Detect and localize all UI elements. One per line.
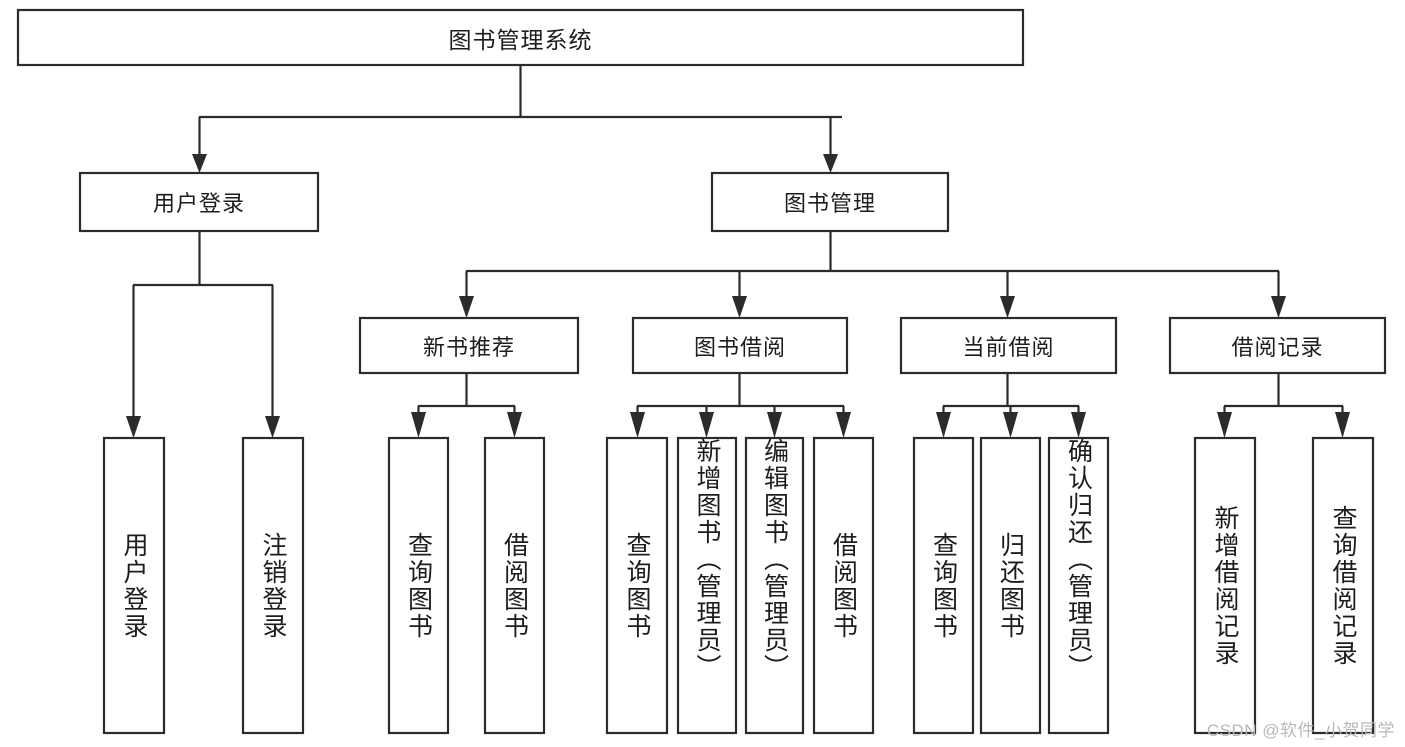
arrow-head-leaf-borrow-books-recommend <box>507 412 522 438</box>
arrow-head-leaf-add-borrow-record <box>1217 412 1232 438</box>
node-box-new-book-recommend[interactable] <box>358 316 580 375</box>
watermark-text: CSDN @软件_小贺同学 <box>1206 721 1395 740</box>
node-box-leaf-edit-book-admin[interactable] <box>744 436 805 735</box>
arrow-head-leaf-borrow-books-borrow <box>836 412 851 438</box>
arrow-head-leaf-query-books-recommend <box>411 412 426 438</box>
node-box-leaf-query-books-current[interactable] <box>912 436 975 735</box>
node-box-leaf-return-books[interactable] <box>979 436 1042 735</box>
node-box-borrow-records[interactable] <box>1168 316 1387 375</box>
node-box-leaf-query-books-borrow[interactable] <box>605 436 669 735</box>
arrow-head-new-book-recommend <box>459 296 474 318</box>
node-box-current-borrow[interactable] <box>899 316 1118 375</box>
node-box-leaf-confirm-return-admin[interactable] <box>1047 436 1110 735</box>
arrow-head-leaf-return-books <box>1003 412 1018 438</box>
connector-group-current-borrow <box>936 373 1086 438</box>
connector-group-new-book-recommend <box>411 373 522 438</box>
node-box-book-borrow[interactable] <box>631 316 849 375</box>
arrow-head-current-borrow <box>1000 296 1015 318</box>
arrow-head-user-login <box>192 154 207 173</box>
arrow-head-leaf-query-books-borrow <box>630 412 645 438</box>
arrow-head-book-management <box>823 154 838 173</box>
node-box-leaf-add-book-admin[interactable] <box>676 436 738 735</box>
arrow-head-leaf-add-book-admin <box>699 412 714 438</box>
arrow-head-leaf-edit-book-admin <box>767 412 782 438</box>
connector-group-book-management <box>459 231 1286 318</box>
node-box-leaf-borrow-books-borrow[interactable] <box>812 436 875 735</box>
arrow-head-leaf-query-books-current <box>936 412 951 438</box>
arrow-head-leaf-query-borrow-record <box>1335 412 1350 438</box>
arrow-head-borrow-records <box>1271 296 1286 318</box>
connector-group-borrow-records <box>1217 373 1350 438</box>
connector-group-root <box>192 65 842 173</box>
node-box-book-management[interactable] <box>710 171 950 233</box>
node-box-leaf-query-borrow-record[interactable] <box>1311 436 1375 735</box>
node-box-leaf-add-borrow-record[interactable] <box>1193 436 1257 735</box>
arrow-head-leaf-logout-login <box>265 416 280 438</box>
arrow-head-book-borrow <box>732 296 747 318</box>
node-box-leaf-borrow-books-recommend[interactable] <box>483 436 546 735</box>
connector-group-book-borrow <box>630 373 851 438</box>
node-box-root[interactable] <box>16 8 1025 67</box>
node-box-leaf-query-books-recommend[interactable] <box>387 436 450 735</box>
connector-group-user-login <box>126 231 280 438</box>
node-box-user-login[interactable] <box>78 171 320 233</box>
arrow-head-leaf-user-login <box>126 416 141 438</box>
node-box-leaf-logout-login[interactable] <box>241 436 305 735</box>
arrow-head-leaf-confirm-return-admin <box>1071 412 1086 438</box>
node-box-leaf-user-login[interactable] <box>102 436 166 735</box>
